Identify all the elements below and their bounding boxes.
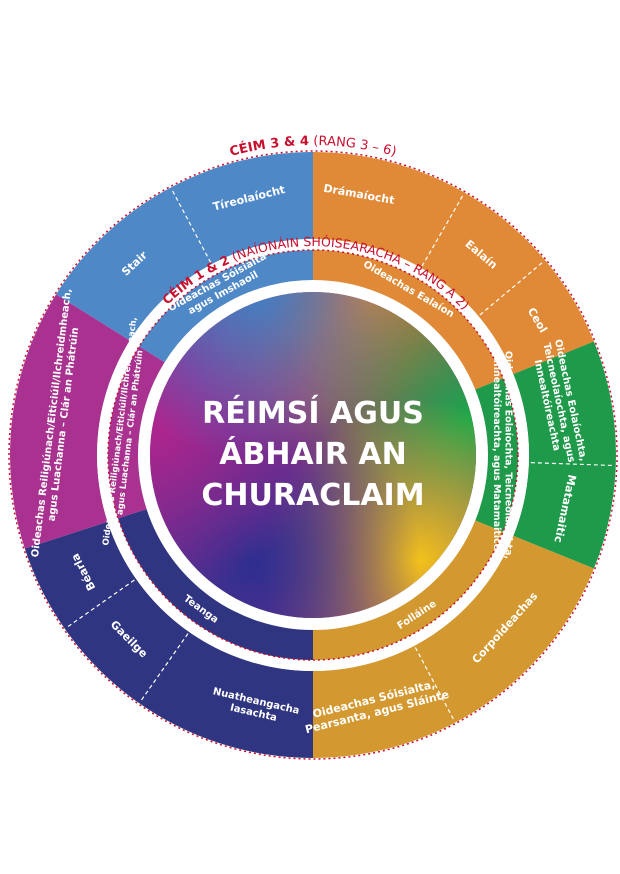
center-title-line-2: ÁBHAIR AN bbox=[219, 436, 406, 472]
outer-segment-orange bbox=[313, 152, 594, 375]
inner-label-eolaiocht: Oideachas Eolaíochta, Teicneolaíochta,In… bbox=[491, 351, 513, 559]
outer-segment-green bbox=[513, 341, 616, 569]
inner-segment-orange bbox=[313, 250, 504, 390]
inner-segment-blue bbox=[139, 250, 313, 363]
outer-ring-dotted-border bbox=[8, 150, 618, 760]
inner-ring-dotted-border bbox=[107, 249, 519, 661]
inner-label-line: Oideachas Eolaíochta, Teicneolaíochta, bbox=[502, 351, 513, 559]
outer-segment-gold bbox=[313, 535, 594, 758]
outer-segment-magenta bbox=[9, 294, 130, 549]
outer-segment-navy bbox=[24, 521, 314, 758]
outer-segment-blue bbox=[56, 152, 313, 341]
inner-segment-gold bbox=[313, 520, 504, 660]
center-title-line-3: CHURACLAIM bbox=[201, 478, 424, 513]
inner-segment-magenta bbox=[107, 346, 165, 519]
inner-ring bbox=[107, 250, 518, 660]
outer-ring bbox=[9, 152, 616, 758]
center-title-line-1: RÉIMSÍ AGUS bbox=[202, 395, 424, 431]
inner-segment-navy bbox=[118, 509, 313, 660]
inner-label-line: Innealtóireachta, agus Matamaitice bbox=[491, 360, 502, 551]
inner-segment-green bbox=[475, 378, 518, 532]
